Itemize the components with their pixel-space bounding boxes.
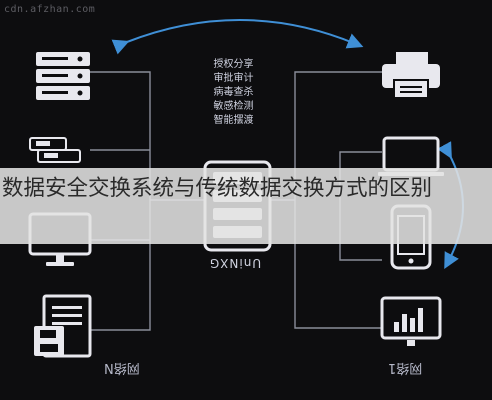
device-stack-icon — [29, 137, 81, 163]
title-banner: 数据安全交换系统与传统数据交换方式的区别 — [0, 168, 492, 244]
banner-title: 数据安全交换系统与传统数据交换方式的区别 — [2, 176, 433, 201]
left-network-label: 网络N — [104, 360, 140, 375]
right-network-label: 网络1 — [388, 360, 423, 375]
analytics-monitor-icon — [380, 296, 442, 346]
feature-item: 审批审计 — [213, 73, 254, 84]
exchange-arrow-top — [111, 19, 364, 55]
printer-icon — [382, 52, 440, 99]
feature-item: 敏感检测 — [213, 101, 254, 112]
watermark-text: cdn.afzhan.com — [4, 4, 96, 15]
file-storage-icon — [34, 294, 92, 358]
feature-item: 病毒查杀 — [213, 87, 254, 98]
center-node-label: UniNXG — [208, 256, 262, 270]
server-rack-icon — [36, 52, 90, 100]
feature-list: 授权分享 审批审计 病毒查杀 敏感检测 智能摆渡 — [206, 58, 261, 128]
feature-item: 授权分享 — [213, 59, 254, 70]
feature-item: 智能摆渡 — [213, 115, 254, 126]
